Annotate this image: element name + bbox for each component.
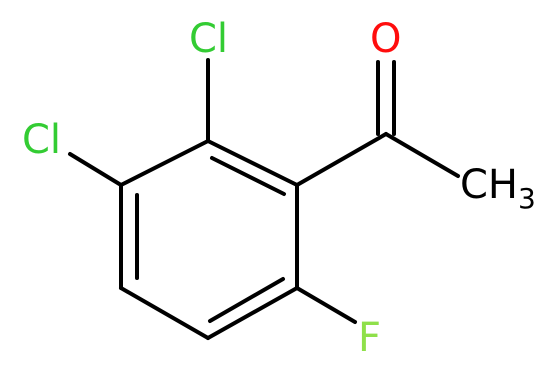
oxygen-label: O [370,16,401,62]
bond-ring-c3-c4 [206,286,299,340]
bond-ring-c1-c2 [206,139,299,187]
bond-ring-c1-c2-inner [210,156,286,196]
chlorine-left-label: Cl [22,117,61,163]
methyl-subscript: 3 [518,182,536,215]
methyl-label: CH3 [460,162,536,215]
methyl-symbol: CH [460,162,518,208]
bond-ring-c3-c4-inner [208,277,285,323]
bond-c2-carbonyl [295,132,388,187]
bond-carbonyl-methyl [384,132,460,178]
fluorine-label: F [358,315,381,361]
bond-ring-c6-c1 [119,139,210,187]
chlorine-top-label: Cl [189,16,228,62]
benzene-ring [119,139,299,340]
bond-ring-c4-c5 [119,286,210,340]
bond-c3-f [295,286,357,324]
bond-c6-cl [68,152,123,187]
